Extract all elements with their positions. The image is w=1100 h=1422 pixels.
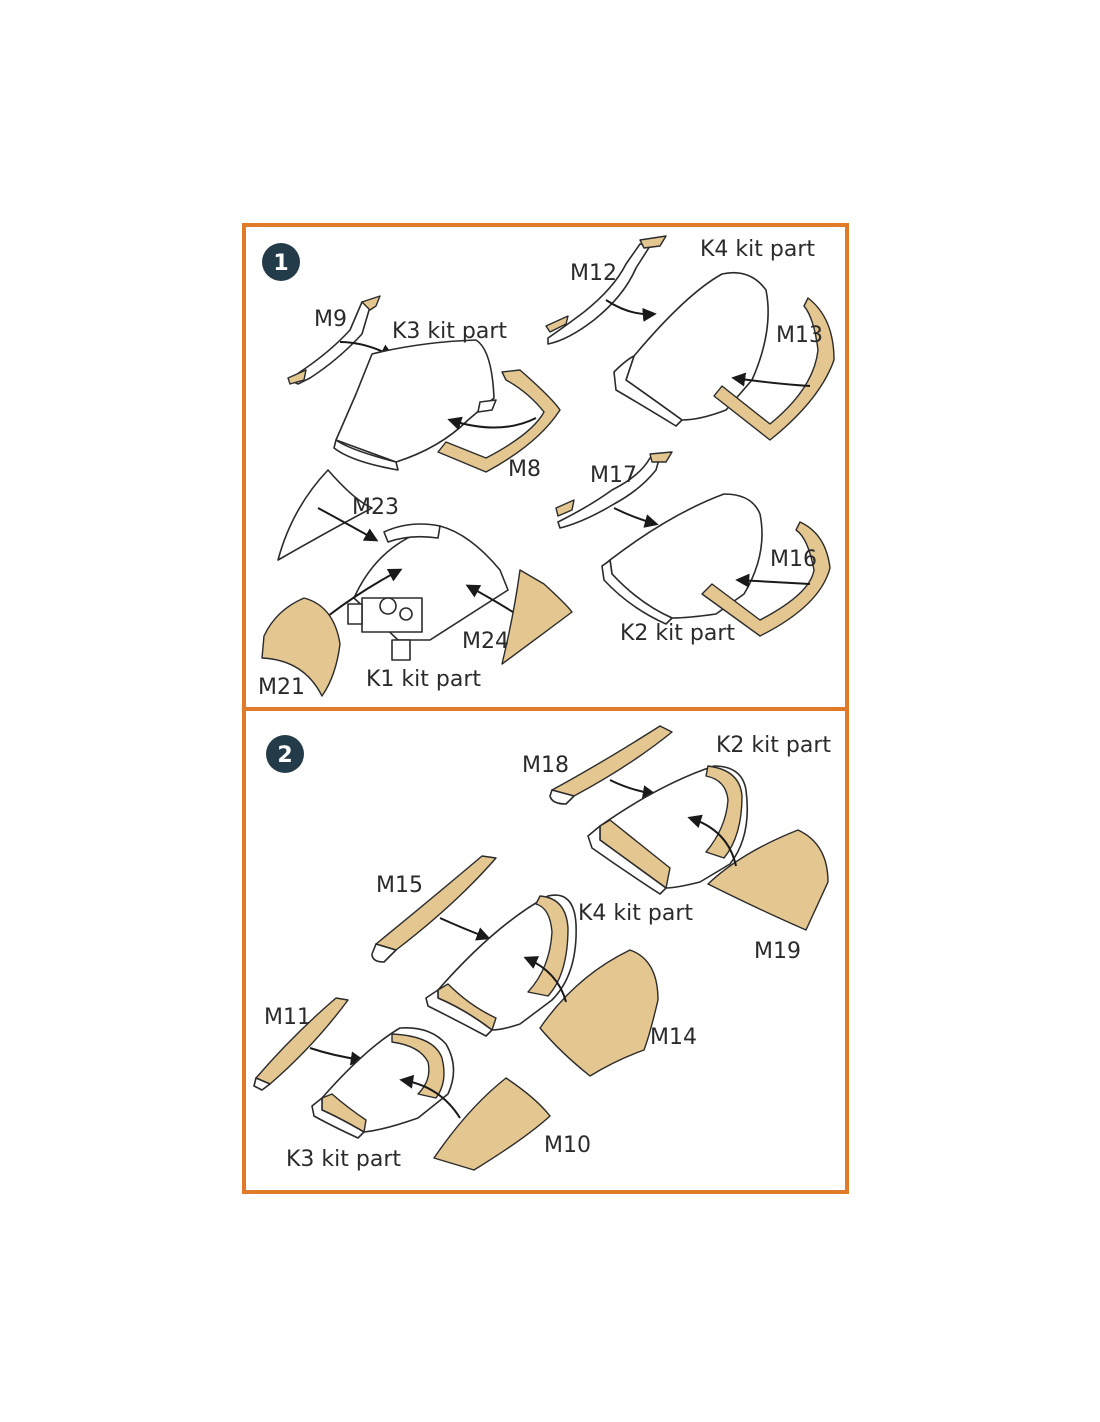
- mask-m13: [713, 297, 835, 441]
- label-m10: M10: [544, 1133, 591, 1158]
- kit-part-k2: [601, 493, 763, 625]
- arrow-m21: [327, 568, 403, 617]
- kit-part-k3: [333, 339, 497, 471]
- kit-part-k1: [347, 523, 509, 661]
- mask-m16: [701, 521, 831, 637]
- step1-number: 1: [273, 251, 288, 276]
- label-k3-kit-part-step2: K3 kit part: [286, 1147, 401, 1172]
- mask-m18: [549, 725, 673, 805]
- label-m14: M14: [650, 1025, 697, 1050]
- label-m13: M13: [776, 323, 823, 348]
- mask-m23: [277, 469, 373, 561]
- mask-m10: [433, 1077, 551, 1171]
- label-m9: M9: [314, 307, 347, 332]
- step1-badge: 1: [262, 243, 300, 281]
- mask-m14: [539, 949, 659, 1077]
- label-k2-kit-part-step2: K2 kit part: [716, 733, 831, 758]
- arrow-m16: [735, 573, 811, 588]
- arrow-m11: [309, 1047, 365, 1066]
- arrow-m17: [613, 507, 659, 528]
- kit-part-k4: [613, 271, 769, 427]
- label-m8: M8: [508, 457, 541, 482]
- arrow-m24: [465, 584, 517, 615]
- step2-badge: 2: [266, 735, 304, 773]
- arrow-m23: [317, 507, 379, 542]
- label-m11: M11: [264, 1005, 311, 1030]
- label-k4-kit-part: K4 kit part: [700, 237, 815, 262]
- label-m19: M19: [754, 939, 801, 964]
- mask-m24: [501, 569, 573, 665]
- label-m18: M18: [522, 753, 569, 778]
- label-k2-kit-part: K2 kit part: [620, 621, 735, 646]
- step2-panel: 2: [253, 725, 831, 1172]
- label-m15: M15: [376, 873, 423, 898]
- label-m23: M23: [352, 495, 399, 520]
- label-m24: M24: [462, 629, 509, 654]
- label-m17: M17: [590, 463, 637, 488]
- arrow-m18: [609, 779, 657, 800]
- mask-m19: [707, 829, 829, 931]
- label-k4-kit-part-step2: K4 kit part: [578, 901, 693, 926]
- label-k1-kit-part: K1 kit part: [366, 667, 481, 692]
- arrow-m8: [447, 416, 537, 431]
- kit-part-k2-step2: [587, 765, 749, 895]
- arrow-m19: [687, 814, 737, 867]
- label-m21: M21: [258, 675, 305, 700]
- arrow-m10: [399, 1074, 461, 1119]
- mask-m8: [437, 369, 561, 473]
- mask-m15: [371, 855, 497, 963]
- mask-m21: [261, 597, 341, 697]
- label-m12: M12: [570, 261, 617, 286]
- step2-number: 2: [277, 743, 292, 768]
- kit-part-k3-step2: [311, 1027, 455, 1139]
- mask-m17: [555, 451, 673, 529]
- kit-part-k4-step2: [425, 894, 577, 1037]
- arrow-m14: [523, 956, 567, 1003]
- label-k3-kit-part: K3 kit part: [392, 319, 507, 344]
- arrow-m15: [439, 917, 491, 941]
- arrow-m12: [605, 299, 657, 322]
- step1-panel: 1: [258, 235, 835, 700]
- mask-m9: [287, 295, 381, 385]
- label-m16: M16: [770, 547, 817, 572]
- arrow-m13: [731, 372, 811, 387]
- mask-m12: [545, 235, 667, 345]
- mask-m11: [253, 997, 349, 1091]
- step2-frame: [242, 707, 849, 1194]
